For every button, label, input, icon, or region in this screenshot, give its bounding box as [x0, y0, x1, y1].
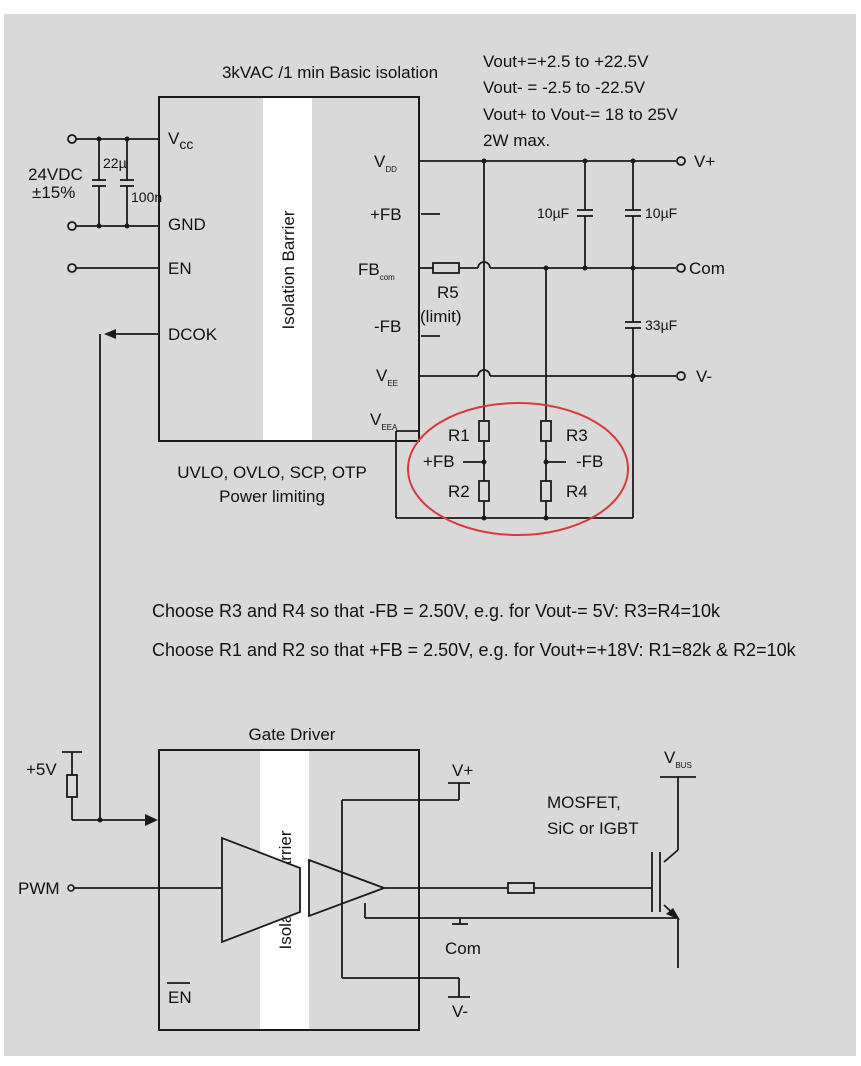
supply-5v-label: +5V [26, 760, 57, 779]
cap-c1-label: 10µF [537, 205, 569, 221]
protection-line-1: UVLO, OVLO, SCP, OTP [177, 463, 367, 482]
r5-label: R5 [437, 283, 459, 302]
gate-driver-box [158, 749, 420, 1031]
spec-line-3: Vout+ to Vout-= 18 to 25V [483, 105, 678, 124]
vbus-label: VBUS [664, 748, 692, 770]
output-com-label: Com [689, 259, 725, 278]
output-vminus-label: V- [696, 367, 712, 386]
pullup-resistor [66, 774, 78, 798]
input-network: 22µ 100n 24VDC ±15% [28, 134, 162, 273]
output-driver [308, 858, 387, 918]
input-voltage-label: 24VDC [28, 165, 83, 184]
pin-en-label: EN [168, 259, 192, 278]
input-tolerance-label: ±15% [32, 183, 75, 202]
gd-vminus-label: V- [452, 1002, 468, 1021]
pin-veea-label: VEEA [370, 410, 398, 432]
spec-line-4: 2W max. [483, 131, 550, 150]
converter-title: 3kVAC /1 min Basic isolation [222, 63, 438, 82]
gate-driver-en-label: EN [168, 988, 192, 1007]
gd-vplus-label: V+ [452, 761, 473, 780]
converter-box [158, 96, 420, 442]
design-notes: Choose R3 and R4 so that -FB = 2.50V, e.… [152, 601, 797, 660]
gate-driver-title: Gate Driver [249, 725, 336, 744]
converter-isolation-barrier [263, 98, 312, 440]
pwm-label: PWM [18, 879, 60, 898]
input-cap-2-label: 100n [131, 189, 162, 205]
dcok-line [99, 329, 159, 820]
converter-barrier-label: Isolation Barrier [279, 210, 298, 329]
pin-fbcom-label: FBcom [358, 260, 395, 282]
gate-resistor [507, 882, 535, 894]
r1-resistor [478, 420, 490, 442]
switch-line-1: MOSFET, [547, 793, 621, 812]
pin-gnd-label: GND [168, 215, 206, 234]
pin-vee-label: VEE [376, 366, 398, 388]
cap-c3-label: 33µF [645, 317, 677, 333]
converter-module: Isolation Barrier 3kVAC /1 min Basic iso… [158, 63, 438, 506]
gate-driver-module: Gate Driver Isolation Barrier +5V PWM EN… [18, 725, 678, 1031]
r5-resistor [432, 262, 460, 274]
pin-pfb-label: +FB [370, 205, 402, 224]
gd-com-label: Com [445, 939, 481, 958]
pin-vcc-label: Vcc [168, 129, 193, 152]
power-switch: MOSFET, SiC or IGBT VBUS [547, 748, 696, 968]
spec-line-2: Vout- = -2.5 to -22.5V [483, 78, 646, 97]
r2-label: R2 [448, 482, 470, 501]
output-spec: Vout+=+2.5 to +22.5V Vout- = -2.5 to -22… [483, 52, 678, 150]
input-buffer [221, 836, 301, 944]
pin-vdd-label: VDD [374, 152, 397, 174]
spec-line-1: Vout+=+2.5 to +22.5V [483, 52, 649, 71]
r4-resistor [540, 480, 552, 502]
divider-pfb-label: +FB [423, 452, 455, 471]
divider-mfb-label: -FB [576, 452, 603, 471]
input-cap-1-label: 22µ [103, 155, 127, 171]
pin-mfb-label: -FB [374, 317, 401, 336]
background-panel [4, 14, 856, 1056]
output-network: V+ Com R5 (limit) V- 10µF [395, 152, 725, 536]
r3-label: R3 [566, 426, 588, 445]
pin-dcok-label: DCOK [168, 325, 218, 344]
note-line-1: Choose R3 and R4 so that -FB = 2.50V, e.… [152, 601, 721, 621]
cap-c2-label: 10µF [645, 205, 677, 221]
output-vplus-label: V+ [694, 152, 715, 171]
r5-note: (limit) [420, 307, 462, 326]
switch-line-2: SiC or IGBT [547, 819, 639, 838]
r1-label: R1 [448, 426, 470, 445]
r2-resistor [478, 480, 490, 502]
note-line-2: Choose R1 and R2 so that +FB = 2.50V, e.… [152, 640, 797, 660]
highlight-ellipse [407, 402, 629, 536]
r4-label: R4 [566, 482, 588, 501]
r3-resistor [540, 420, 552, 442]
protection-line-2: Power limiting [219, 487, 325, 506]
